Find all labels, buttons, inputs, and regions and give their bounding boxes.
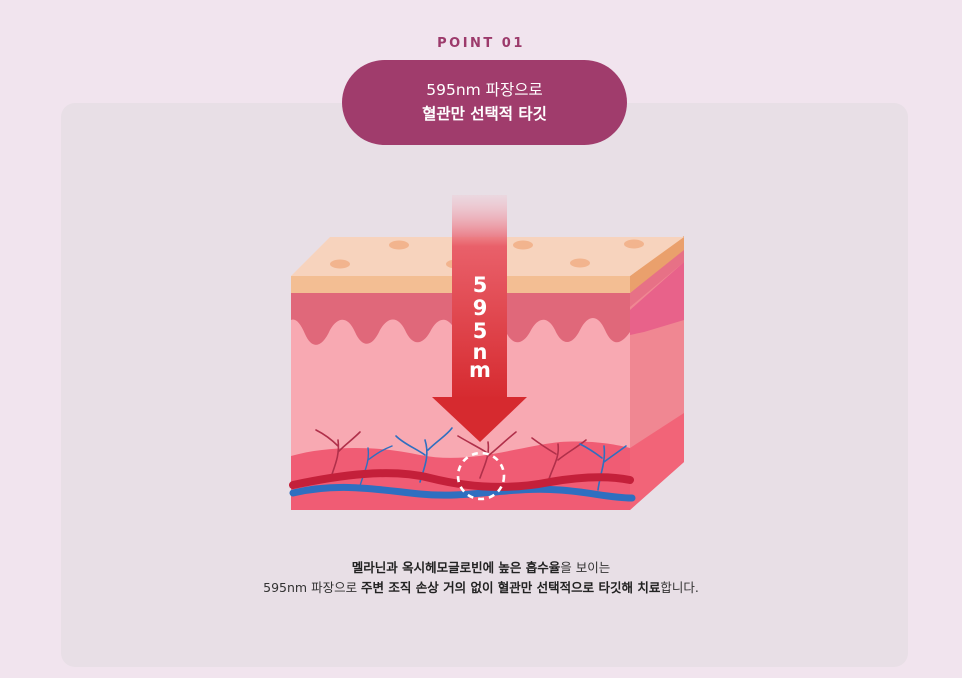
caption-line-2-text-b: 합니다. xyxy=(660,580,699,595)
artery xyxy=(289,469,634,491)
blood-vessels xyxy=(289,469,636,502)
headline-pill: 595nm 파장으로 혈관만 선택적 타깃 xyxy=(342,60,627,145)
headline-line-2: 혈관만 선택적 타깃 xyxy=(422,105,547,123)
arrow-char-4: n xyxy=(473,340,488,364)
caption-line-1-bold: 멜라닌과 옥시헤모글로빈에 높은 흡수율 xyxy=(351,560,561,575)
caption-line-1-text: 을 보이는 xyxy=(560,560,611,575)
point-label: POINT 01 xyxy=(437,36,525,51)
description-caption: 멜라닌과 옥시헤모글로빈에 높은 흡수율을 보이는 595nm 파장으로 주변 … xyxy=(0,558,962,598)
arrow-label: 5 9 5 n m xyxy=(469,273,491,382)
caption-line-1: 멜라닌과 옥시헤모글로빈에 높은 흡수율을 보이는 xyxy=(0,558,962,578)
arrow-char-5: m xyxy=(469,358,491,382)
target-circle xyxy=(456,451,506,501)
caption-line-2-bold: 주변 조직 손상 거의 없이 혈관만 선택적으로 타깃해 치료 xyxy=(361,580,661,595)
skin-block-side xyxy=(630,236,684,510)
arrow-char-2: 9 xyxy=(473,296,488,320)
headline-line-1: 595nm 파장으로 xyxy=(426,81,543,99)
caption-line-2-text-a: 595nm 파장으로 xyxy=(263,580,362,595)
laser-arrow xyxy=(432,195,527,442)
vein xyxy=(289,483,636,502)
arrow-char-3: 5 xyxy=(473,319,488,343)
caption-line-2: 595nm 파장으로 주변 조직 손상 거의 없이 혈관만 선택적으로 타깃해 … xyxy=(0,578,962,598)
arrow-char-1: 5 xyxy=(473,273,488,297)
capillaries xyxy=(315,427,627,491)
